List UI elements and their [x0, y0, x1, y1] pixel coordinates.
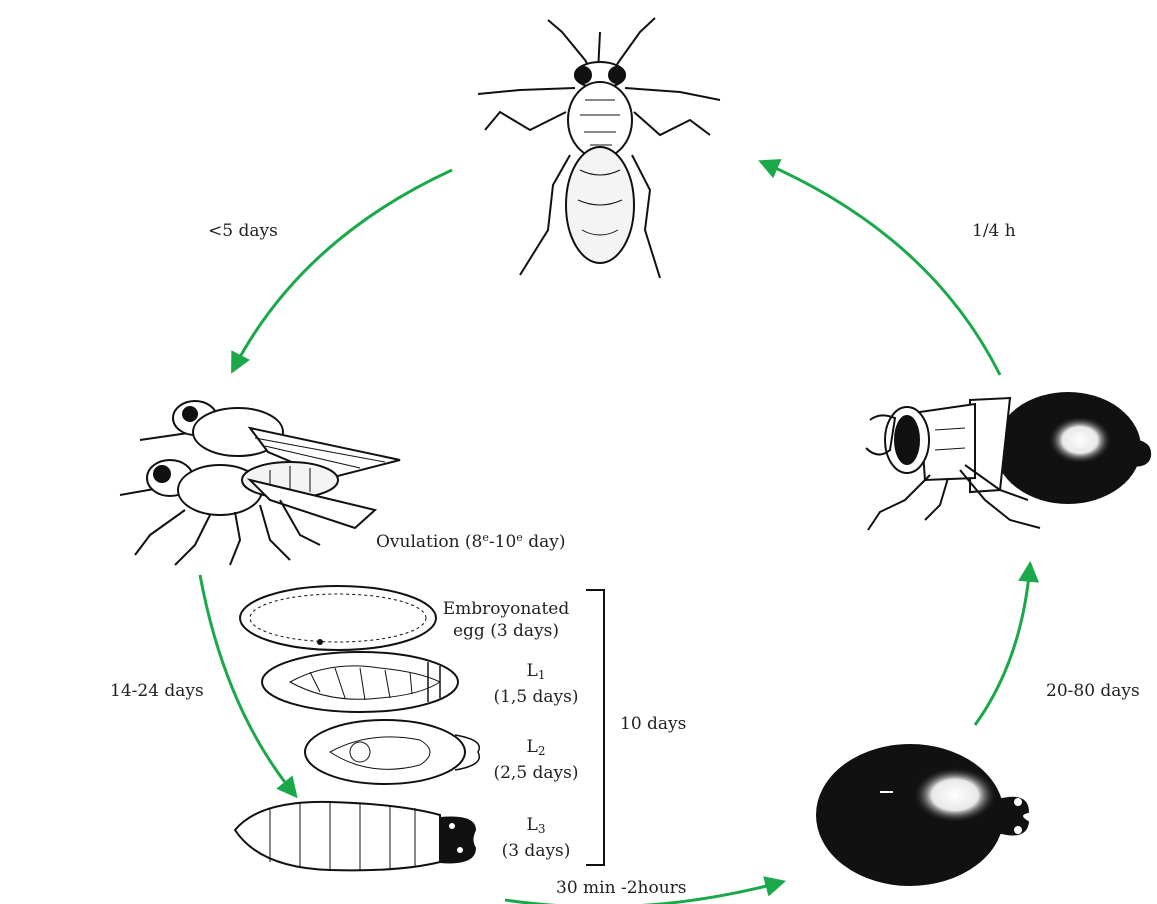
arrow-pupa-to-adult — [762, 162, 1000, 375]
label-pupa-to-adult: 1/4 h — [972, 220, 1016, 242]
label-bracket-total: 10 days — [620, 713, 686, 735]
l2-letter: L — [527, 737, 538, 757]
ten-days-bracket — [586, 590, 604, 865]
l2-days: (2,5 days) — [486, 762, 586, 784]
label-l2: L2 (2,5 days) — [486, 736, 586, 784]
ovulation-prefix: Ovulation (8 — [376, 532, 482, 552]
label-l3: L3 (3 days) — [486, 814, 586, 862]
label-egg: Embroyonated egg (3 days) — [426, 598, 586, 642]
l2-subscript: 2 — [538, 744, 546, 758]
pupa-illustration — [817, 745, 1028, 885]
l1-days: (1,5 days) — [486, 686, 586, 708]
l1-subscript: 1 — [538, 668, 546, 682]
arrow-pupa-development — [975, 565, 1030, 725]
ovulation-suffix: day) — [523, 532, 566, 552]
mating-flies-illustration — [120, 401, 400, 565]
label-l1: L1 (1,5 days) — [486, 660, 586, 708]
egg-line2: egg (3 days) — [426, 620, 586, 642]
label-pupa-development: 20-80 days — [1046, 680, 1140, 702]
embryonated-egg-illustration — [240, 586, 436, 650]
larva-l3-illustration — [235, 802, 475, 870]
label-adult-to-mating: <5 days — [208, 220, 278, 242]
l3-letter: L — [527, 815, 538, 835]
adult-fly-illustration — [478, 18, 720, 278]
label-ovulation: Ovulation (8e-10e day) — [376, 527, 565, 553]
l3-days: (3 days) — [486, 840, 586, 862]
l3-subscript: 3 — [538, 822, 546, 836]
arrow-adult-to-mating — [233, 170, 452, 370]
egg-line1: Embroyonated — [426, 598, 586, 620]
ovulation-mid: -10 — [489, 532, 516, 552]
label-mating-to-larva: 14-24 days — [110, 680, 204, 702]
emerging-adult-illustration — [866, 393, 1150, 530]
larva-l2-illustration — [305, 720, 479, 784]
label-larva-to-pupa: 30 min -2hours — [556, 877, 687, 899]
l1-letter: L — [527, 661, 538, 681]
larva-l1-illustration — [262, 652, 458, 712]
